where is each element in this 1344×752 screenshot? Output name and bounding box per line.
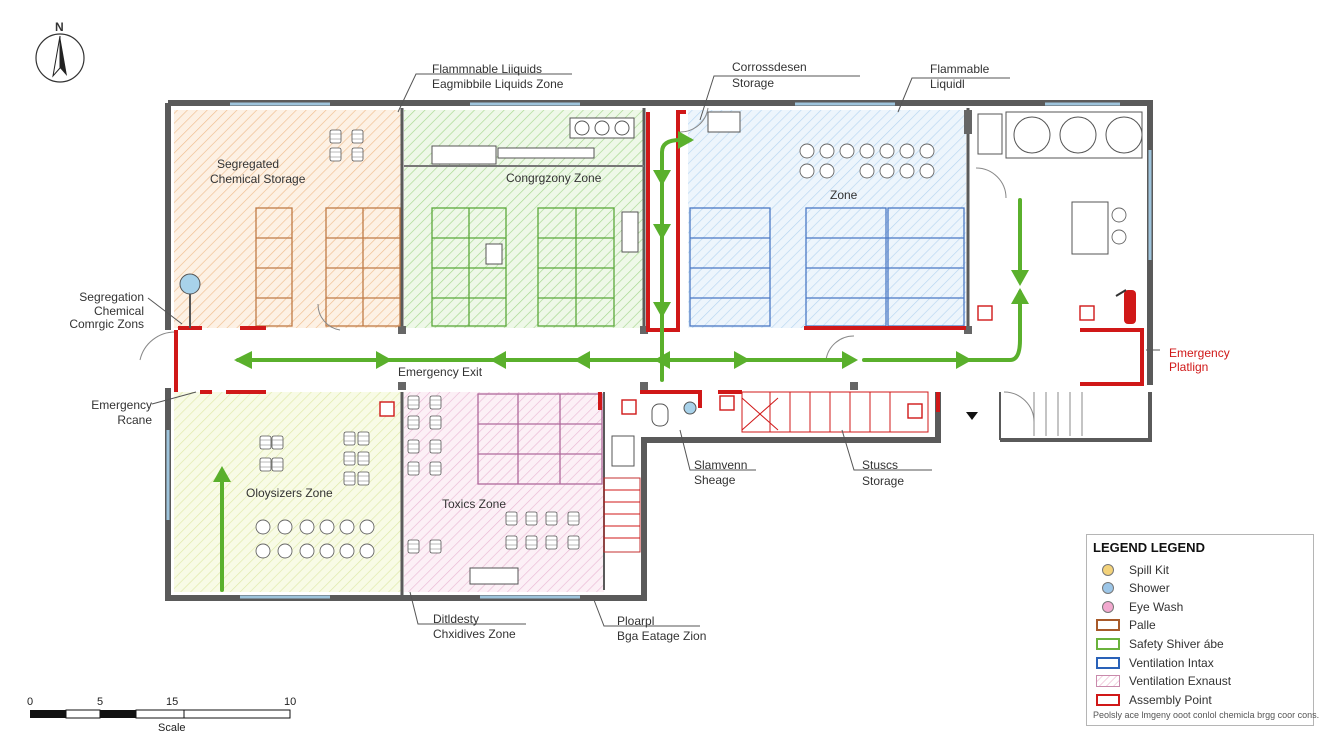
label-emergency-exit: Emergency Exit bbox=[398, 365, 483, 379]
shelving-racks-orange bbox=[255, 207, 401, 327]
legend-note: Peolsly ace lmgeny ooot conlol chemicla … bbox=[1093, 710, 1320, 720]
legend: LEGEND LEGEND Spill Kit Shower Eye Wash … bbox=[1086, 534, 1319, 726]
legend-item-spill-kit: Spill Kit bbox=[1095, 561, 1169, 579]
shelving-racks-green bbox=[431, 207, 615, 327]
label-emergency-platform: Emergency bbox=[1169, 346, 1230, 360]
door-swings bbox=[139, 107, 1035, 423]
scale-tick-0: 0 bbox=[27, 696, 34, 708]
label-shower-storage: Slamvenn bbox=[694, 458, 748, 472]
palle-swatch bbox=[1096, 619, 1120, 631]
columns bbox=[398, 110, 972, 390]
legend-item-ventilation-intake: Ventilation Intax bbox=[1095, 654, 1214, 672]
scale-tick-2: 15 bbox=[166, 696, 179, 708]
legend-item-shower: Shower bbox=[1095, 579, 1170, 597]
windows bbox=[166, 102, 1152, 599]
label-segregated: Segregated bbox=[217, 157, 280, 171]
zone-segregated-chemical bbox=[174, 110, 402, 328]
scale-caption: Scale bbox=[158, 722, 186, 734]
exit-staircase bbox=[1033, 392, 1083, 436]
eye-wash-legend-icon bbox=[1102, 601, 1114, 613]
zone-flammable-liquids bbox=[404, 110, 644, 328]
staircase bbox=[603, 391, 929, 553]
label-oxidives-zone: Chxidives Zone bbox=[433, 627, 516, 641]
label-stuscs: Stuscs bbox=[862, 458, 899, 472]
label-ploarpl-zone: Bga Eatage Zion bbox=[617, 629, 707, 643]
label-segregation-chemical: Chemical bbox=[93, 304, 144, 318]
shelving-racks-blue bbox=[689, 207, 965, 327]
safety-shower-swatch bbox=[1096, 638, 1120, 650]
lab-fixtures bbox=[431, 111, 1143, 585]
label-oxidizers-zone: Oloysizers Zone bbox=[246, 486, 333, 500]
scale-tick-3: 10 bbox=[284, 696, 297, 708]
label-emergency-platform-2: Platlign bbox=[1169, 360, 1209, 374]
label-corrosives: Corrossdesen bbox=[732, 60, 807, 74]
safety-shower-icon bbox=[179, 273, 201, 328]
label-zone: Zone bbox=[830, 188, 858, 202]
label-segregation: Segregation bbox=[79, 290, 144, 304]
label-flammable-right: Flammable bbox=[930, 62, 990, 76]
fire-extinguisher-icon bbox=[1115, 289, 1136, 324]
legend-item-palle: Palle bbox=[1095, 616, 1156, 634]
leader-lines bbox=[147, 73, 1160, 627]
label-stuscs-storage: Storage bbox=[862, 474, 905, 488]
north-label: N bbox=[55, 20, 64, 34]
ventilation-exhaust-swatch bbox=[1096, 675, 1120, 687]
label-congrzony-zone: Congrgzony Zone bbox=[506, 171, 602, 185]
assembly-point-swatch bbox=[1096, 694, 1120, 706]
zone-corrosives bbox=[688, 110, 966, 328]
label-liquid-right: Liquidl bbox=[930, 77, 965, 91]
eye-wash-icon bbox=[651, 401, 697, 427]
label-emergency-left-2: Rcane bbox=[117, 413, 152, 427]
ventilation-intake-swatch bbox=[1096, 657, 1120, 669]
label-chemical-storage: Chemical Storage bbox=[210, 172, 306, 186]
exit-marker-icon bbox=[966, 412, 978, 420]
label-shower-storage-2: Sheage bbox=[694, 473, 736, 487]
legend-item-assembly-point: Assembly Point bbox=[1095, 691, 1212, 709]
label-corrosives-storage: Storage bbox=[732, 76, 775, 90]
spill-kit-icon bbox=[1102, 564, 1114, 576]
legend-title: LEGEND LEGEND bbox=[1093, 540, 1205, 555]
label-ditldesty: Ditldesty bbox=[433, 612, 480, 626]
label-emergency-left: Emergency bbox=[91, 398, 152, 412]
legend-item-eye-wash: Eye Wash bbox=[1095, 598, 1183, 616]
label-ploarpl: Ploarpl bbox=[617, 614, 655, 628]
scale-bar bbox=[30, 709, 291, 719]
shower-icon bbox=[1102, 582, 1114, 594]
legend-item-ventilation-exhaust: Ventilation Exnaust bbox=[1095, 672, 1231, 690]
label-flammable-liquids: Flammnable Liiquids bbox=[432, 62, 543, 76]
toxics-storage-grid bbox=[477, 393, 603, 485]
zone-oxidizers bbox=[174, 392, 402, 592]
legend-item-safety-shower: Safety Shiver ábe bbox=[1095, 635, 1224, 653]
north-arrow-icon bbox=[35, 33, 85, 83]
scale-tick-1: 5 bbox=[97, 696, 104, 708]
label-segregation-zones: Comrgic Zons bbox=[69, 317, 144, 331]
label-toxics-zone: Toxics Zone bbox=[442, 497, 507, 511]
route-arrowheads bbox=[213, 131, 1029, 482]
label-flammable-liquids-zone: Eagmibbile Liquids Zone bbox=[432, 77, 564, 91]
fire-alarm-icons bbox=[379, 305, 1095, 419]
